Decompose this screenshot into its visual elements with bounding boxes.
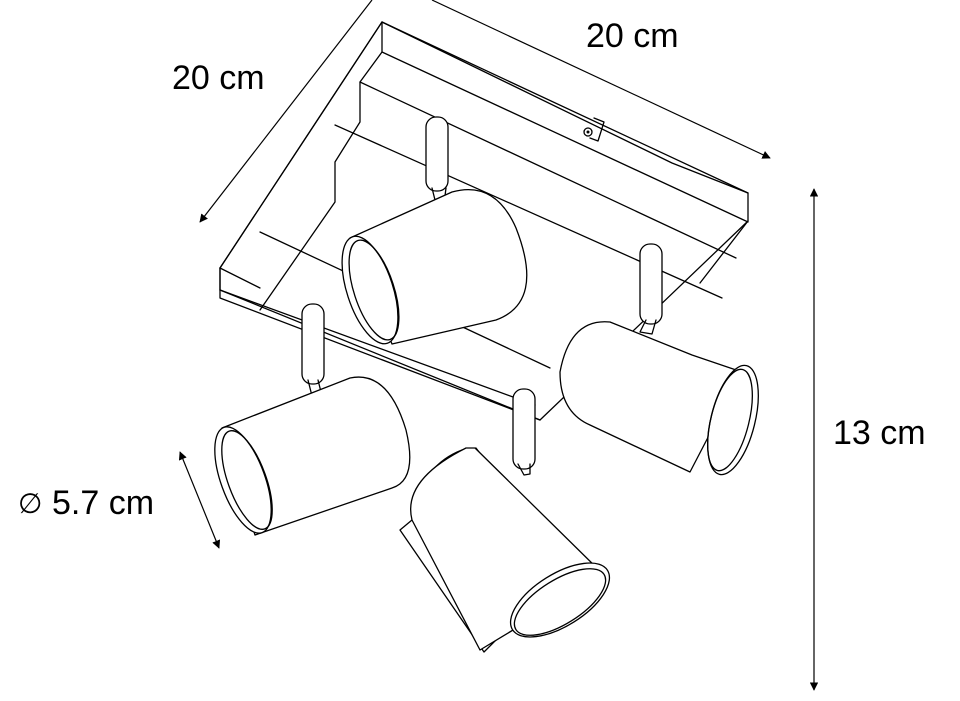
label-height: 13 cm <box>833 414 926 452</box>
screw-bracket <box>583 117 605 142</box>
dimension-diameter <box>178 451 221 549</box>
label-depth-left: 20 cm <box>172 59 265 97</box>
spot-left <box>214 303 411 536</box>
spot-front <box>399 388 611 653</box>
dimension-depth-left <box>199 0 373 223</box>
spot-right <box>559 243 759 476</box>
diameter-symbol-icon: ∅ <box>18 488 42 519</box>
label-width-top: 20 cm <box>586 17 679 55</box>
dimension-width-top <box>431 0 771 159</box>
label-diameter: 5.7 cm <box>52 484 154 522</box>
spot-back <box>341 116 528 345</box>
